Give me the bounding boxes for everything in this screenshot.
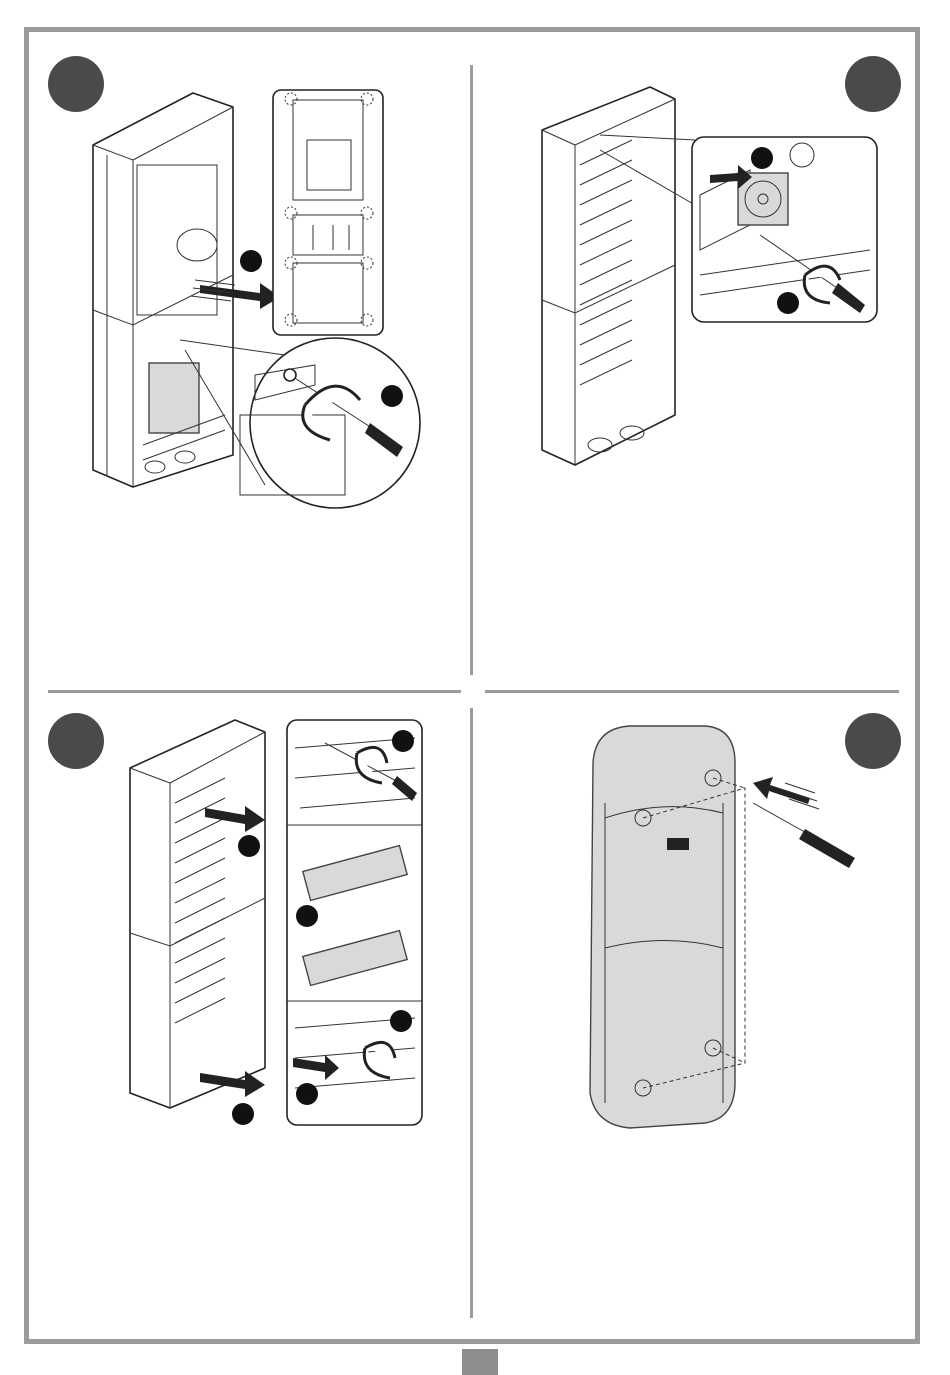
step-2-badge-a bbox=[751, 147, 773, 169]
step-1-badge-b bbox=[381, 385, 403, 407]
step-4-illustration bbox=[585, 723, 870, 1133]
arrow-in-icon bbox=[753, 777, 819, 809]
step-3-illustration bbox=[125, 718, 425, 1128]
step-1-illustration bbox=[85, 85, 435, 505]
vertical-divider-top bbox=[470, 65, 473, 675]
horizontal-divider-right bbox=[485, 690, 899, 693]
horizontal-divider-left bbox=[48, 690, 461, 693]
step-3-badge-f bbox=[232, 1103, 254, 1125]
step-3-badge-d bbox=[390, 1010, 412, 1032]
page-number-tab bbox=[462, 1349, 498, 1375]
step-3-badge-b bbox=[238, 835, 260, 857]
vertical-divider-bottom bbox=[470, 708, 473, 1318]
step-2-badge-b bbox=[777, 292, 799, 314]
step-1-badge-a bbox=[240, 250, 262, 272]
step-2-illustration bbox=[540, 85, 880, 485]
step-3-badge-e bbox=[296, 1083, 318, 1105]
screwdriver-icon bbox=[753, 803, 855, 868]
step-3-badge-a bbox=[392, 730, 414, 752]
step-3-badge-c bbox=[296, 905, 318, 927]
step-3-marker bbox=[48, 713, 104, 769]
